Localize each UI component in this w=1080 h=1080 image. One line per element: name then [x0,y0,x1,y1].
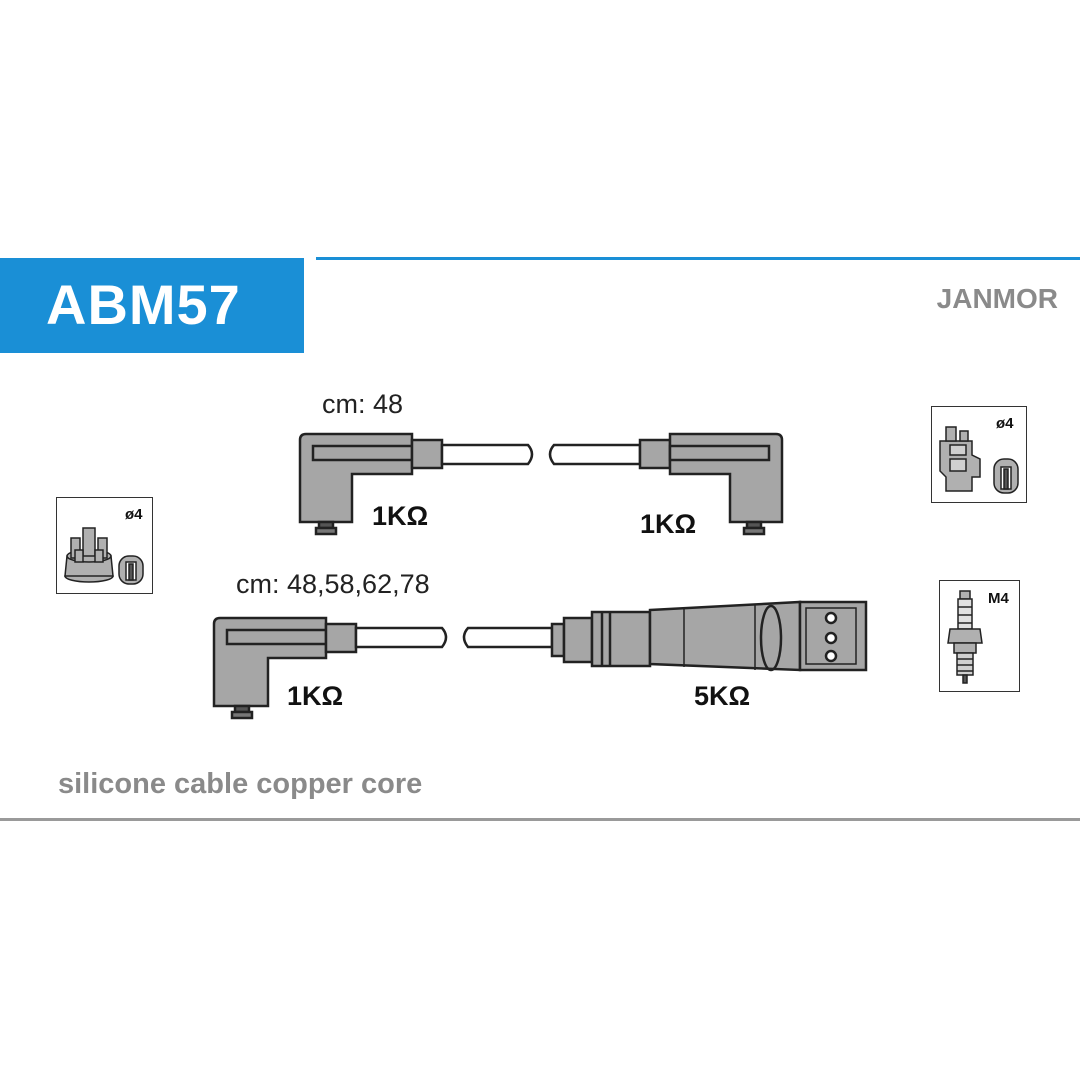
product-code: ABM57 [46,273,241,336]
ignition-coil-drawing [939,426,1019,494]
cable-b-wire-right [462,626,554,649]
cable-b-straight-boot [550,600,868,672]
spark-plug-label: M4 [988,590,1009,607]
cable-a-left-boot [298,432,444,536]
footer-divider [0,818,1080,821]
cable-b-length: cm: 48,58,62,78 [236,569,430,599]
header-divider [316,257,1080,260]
spark-plug-icon: M4 [939,580,1020,692]
brand-name: JANMOR [936,283,1058,314]
cable-a-right-resistance: 1KΩ [640,509,697,539]
cable-a-right-boot [638,432,784,536]
material-note: silicone cable copper core [58,768,423,800]
distributor-cap-drawing [64,527,144,585]
product-code-banner [0,258,304,353]
distributor-cap-icon: ø4 [56,497,153,594]
distributor-cap-label: ø4 [125,506,143,523]
ignition-coil-label: ø4 [996,415,1014,432]
cable-a-length: cm: 48 [322,389,404,419]
ignition-coil-icon: ø4 [931,406,1027,503]
cable-a-wire-right [548,443,642,466]
cable-b-left-resistance: 1KΩ [287,681,344,711]
cable-a-wire-left [440,443,534,466]
cable-b-wire-left [354,626,448,649]
cable-b-left-boot [212,616,358,720]
spark-plug-drawing [947,590,983,684]
cable-b-right-resistance: 5KΩ [694,681,751,711]
cable-a-left-resistance: 1KΩ [372,501,429,531]
